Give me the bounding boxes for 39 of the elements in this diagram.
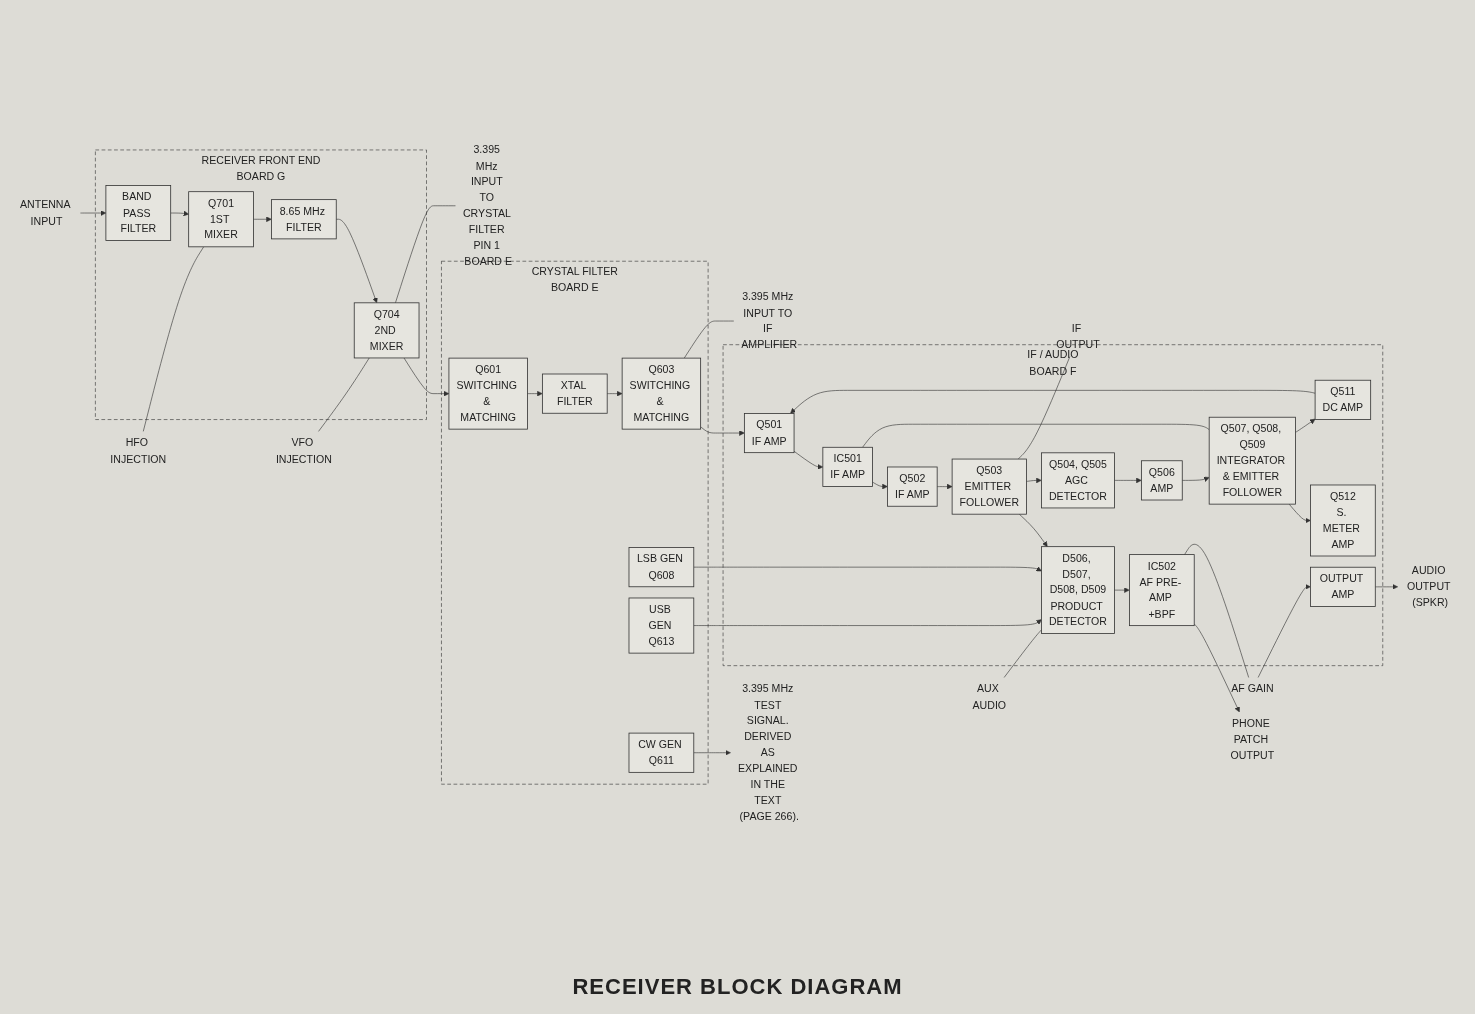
node-text: ANTENNA INPUT (19, 198, 70, 227)
node-box: Q511 DC AMP (1314, 379, 1372, 420)
node-box: Q501 IF AMP (743, 412, 795, 453)
connector (142, 246, 204, 432)
node-box: LSB GEN Q608 (628, 546, 695, 587)
node-box: IC501 IF AMP (822, 446, 873, 487)
node-box: CW GEN Q611 (628, 732, 695, 773)
node-box: Q507, Q508, Q509 INTEGRATOR & EMITTER FOLLOWER (1208, 416, 1296, 505)
node-box: Q704 2ND MIXER (353, 302, 420, 359)
node-box: BAND PASS FILTER (105, 184, 172, 241)
node-box: Q503 EMITTER FOLLOWER (951, 458, 1027, 515)
node-box: Q512 S. METER AMP (1310, 484, 1376, 557)
node-box: 8.65 MHz FILTER (271, 199, 337, 240)
node-text: VFO INJECTION (275, 436, 332, 465)
connector (862, 423, 1210, 448)
node-box: USB GEN Q613 (628, 597, 695, 654)
node-box: OUTPUT AMP (1310, 566, 1376, 607)
connector (395, 205, 456, 303)
node-box: Q701 1ST MIXER (188, 191, 254, 247)
connector (1184, 543, 1249, 678)
connector (318, 357, 370, 432)
node-box: Q601 SWITCHING & MATCHING (448, 357, 528, 430)
connector (1017, 356, 1071, 460)
node-box: Q504, Q505 AGC DETECTOR (1041, 452, 1115, 509)
node-box: Q603 SWITCHING & MATCHING (621, 357, 702, 430)
node-text: HFO INJECTION (110, 436, 167, 465)
node-box: Q506 AMP (1141, 460, 1183, 501)
node-box: Q502 IF AMP (887, 466, 938, 507)
connector (1003, 629, 1042, 678)
node-text: AF GAIN (1231, 682, 1274, 695)
node-text: PHONE PATCH OUTPUT (1230, 717, 1275, 762)
connector (683, 320, 735, 359)
node-box: IC502 AF PRE- AMP +BPF (1129, 553, 1195, 626)
node-text: 3.395 MHz TEST SIGNAL. DERIVED AS EXPLAINED IN THE TEXT (PAGE 266). (738, 682, 799, 822)
node-box: XTAL FILTER (542, 373, 608, 414)
node-box: D506, D507, D508, D509 PRODUCT DETECTOR (1041, 546, 1115, 634)
node-text: AUX AUDIO (972, 682, 1007, 711)
node-text: AUDIO OUTPUT (SPKR) (1406, 564, 1451, 609)
diagram-title: RECEIVER BLOCK DIAGRAM (572, 974, 903, 1000)
